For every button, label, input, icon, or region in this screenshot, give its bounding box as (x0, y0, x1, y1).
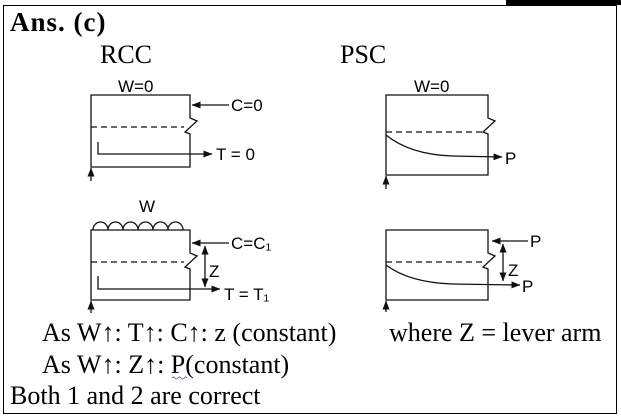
psc-unloaded-beam-outline (385, 94, 497, 176)
rcc-loaded-tension-steel (97, 276, 221, 293)
psc-unloaded-tendon (385, 134, 503, 161)
rcc-unloaded-diagram: W=0 C=0 T = 0 (87, 77, 263, 181)
top-right-rule (506, 0, 621, 5)
rcc-unloaded-load-label: W=0 (118, 77, 153, 96)
answer-label: Ans. (c) (10, 7, 107, 37)
psc-loaded-compression-label: P (530, 232, 541, 251)
rcc-unloaded-beam-outline (90, 94, 199, 168)
psc-loaded-beam-outline (385, 229, 497, 301)
psc-loaded-prestress-label: P (522, 277, 533, 296)
rcc-loaded-diagram: W C=C₁ Z T = T₁ (87, 197, 271, 313)
psc-unloaded-load-label: W=0 (414, 77, 449, 96)
rcc-loaded-compression-label: C=C₁ (231, 234, 271, 253)
psc-column-header: PSC (340, 40, 387, 69)
conclusion-text: Both 1 and 2 are correct (10, 381, 261, 410)
psc-loaded-tendon (385, 264, 521, 289)
rcc-unloaded-compression-label: C=0 (231, 96, 263, 115)
psc-loaded-lever-arm-label: Z (508, 261, 518, 280)
rcc-unloaded-tension-label: T = 0 (216, 145, 255, 164)
rcc-loaded-distributed-load (92, 221, 184, 231)
rcc-loaded-beam-outline (90, 229, 199, 301)
statement-2: As W↑: Z↑: P(constant) (42, 350, 290, 379)
psc-loaded-diagram: P P Z (382, 229, 541, 312)
rcc-loaded-load-label: W (139, 197, 155, 216)
lever-arm-note: where Z = lever arm (389, 318, 602, 347)
psc-unloaded-diagram: W=0 P (382, 77, 516, 189)
rcc-unloaded-tension-steel (97, 142, 213, 158)
answer-box-border (3, 5, 617, 414)
spelling-underline-mark (171, 376, 188, 380)
psc-unloaded-prestress-label: P (505, 149, 516, 168)
statement-1: As W↑: T↑: C↑: z (constant) (42, 318, 337, 347)
rcc-loaded-lever-arm-label: Z (209, 262, 219, 281)
rcc-column-header: RCC (100, 40, 153, 69)
rcc-loaded-tension-label: T = T₁ (224, 285, 270, 304)
